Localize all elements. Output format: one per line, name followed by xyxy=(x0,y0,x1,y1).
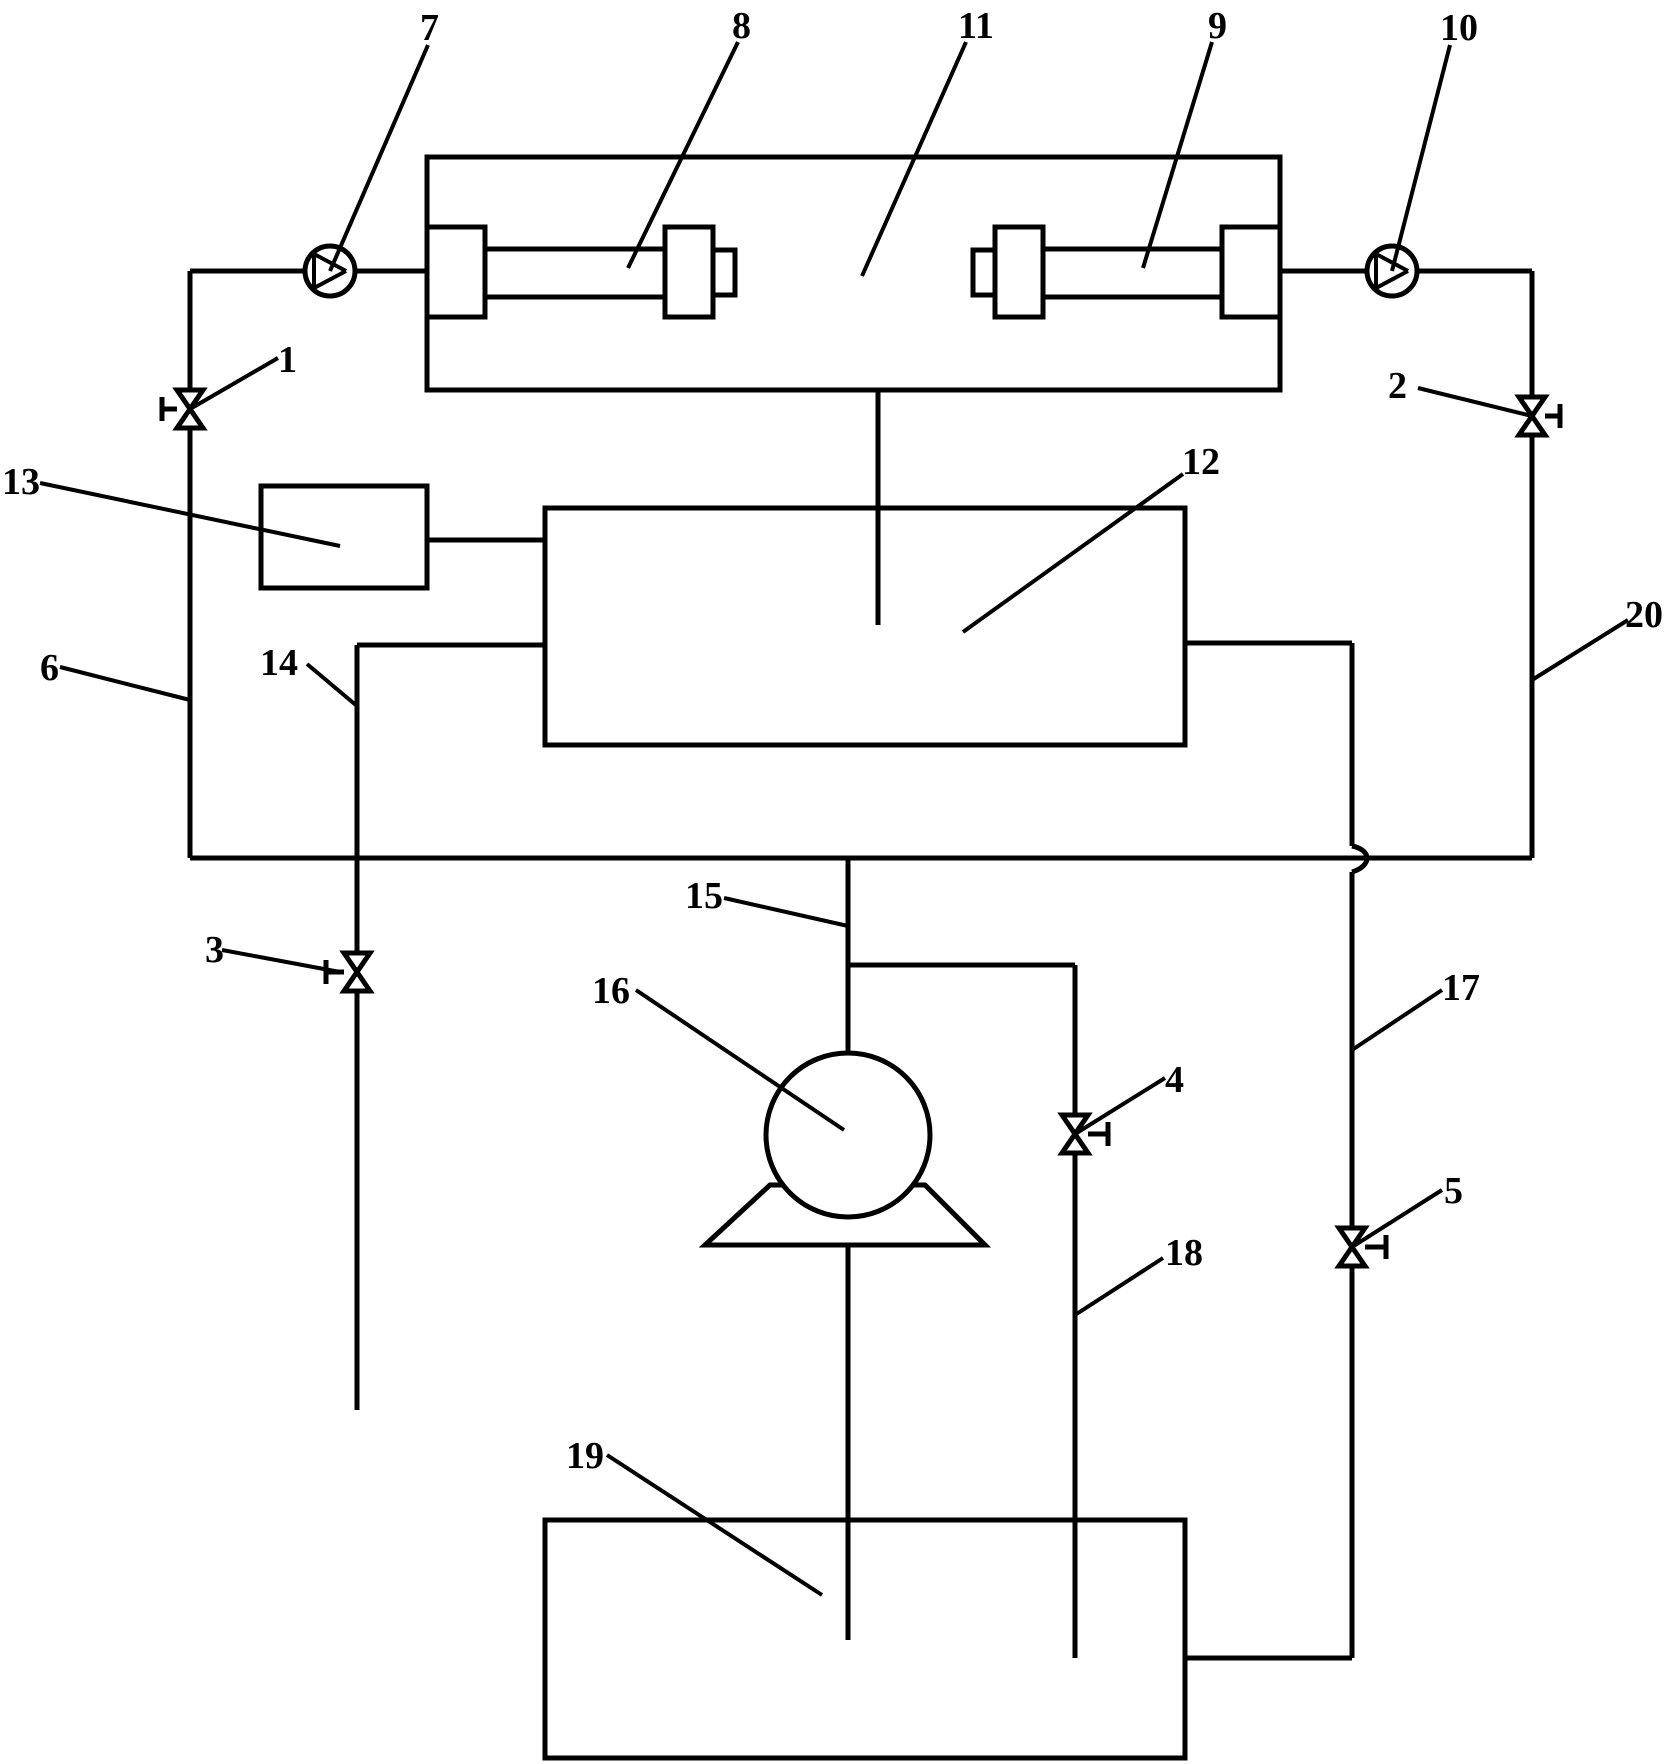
component-8 xyxy=(424,224,738,320)
leader-19 xyxy=(605,1453,824,1597)
pipe-17-jump xyxy=(1351,843,1370,875)
leader-6 xyxy=(59,665,191,702)
label-1: 1 xyxy=(278,339,297,381)
leader-12 xyxy=(961,472,1185,634)
leader-7 xyxy=(328,44,430,272)
leader-4 xyxy=(1073,1076,1167,1136)
label-15: 15 xyxy=(685,875,723,917)
valve-4 xyxy=(1057,1112,1111,1156)
label-19: 19 xyxy=(566,1435,604,1477)
valve-2 xyxy=(1514,394,1563,438)
box-11 xyxy=(424,154,1283,393)
label-6: 6 xyxy=(40,647,59,689)
labels: 1 2 3 4 5 6 7 8 9 10 11 12 13 14 15 16 1… xyxy=(2,5,1663,1477)
label-8: 8 xyxy=(732,5,751,47)
leader-8 xyxy=(626,41,740,269)
leader-2 xyxy=(1417,386,1533,418)
valve-1 xyxy=(159,387,208,431)
box-12 xyxy=(542,505,1188,748)
label-9: 9 xyxy=(1208,5,1227,47)
label-3: 3 xyxy=(205,929,224,971)
tank-19 xyxy=(542,1517,1188,1761)
valve-5 xyxy=(1334,1225,1389,1269)
leader-10 xyxy=(1390,44,1452,272)
leader-17 xyxy=(1350,988,1444,1052)
label-20: 20 xyxy=(1625,594,1663,636)
pump-16 xyxy=(698,1050,992,1248)
leader-20 xyxy=(1530,618,1630,682)
leader-15 xyxy=(723,896,849,928)
box-13 xyxy=(258,483,430,591)
label-18: 18 xyxy=(1165,1232,1203,1274)
label-17: 17 xyxy=(1442,967,1480,1009)
label-11: 11 xyxy=(958,5,994,47)
label-12: 12 xyxy=(1182,441,1220,483)
label-5: 5 xyxy=(1444,1170,1463,1212)
label-16: 16 xyxy=(592,970,630,1012)
leader-5 xyxy=(1350,1188,1444,1249)
valve-3 xyxy=(323,950,375,994)
label-2: 2 xyxy=(1388,365,1407,407)
leader-18 xyxy=(1073,1256,1165,1317)
leader-lines xyxy=(39,41,1630,1597)
leader-13 xyxy=(39,481,341,548)
label-4: 4 xyxy=(1165,1059,1184,1101)
label-14: 14 xyxy=(260,642,298,684)
label-13: 13 xyxy=(2,461,40,503)
label-7: 7 xyxy=(420,7,439,49)
component-9 xyxy=(970,224,1283,320)
leader-11 xyxy=(860,41,968,277)
leader-16 xyxy=(634,988,846,1132)
leader-3 xyxy=(221,948,341,974)
leader-9 xyxy=(1141,41,1214,269)
leader-1 xyxy=(188,356,280,411)
label-10: 10 xyxy=(1440,7,1478,49)
leader-14 xyxy=(305,662,359,708)
